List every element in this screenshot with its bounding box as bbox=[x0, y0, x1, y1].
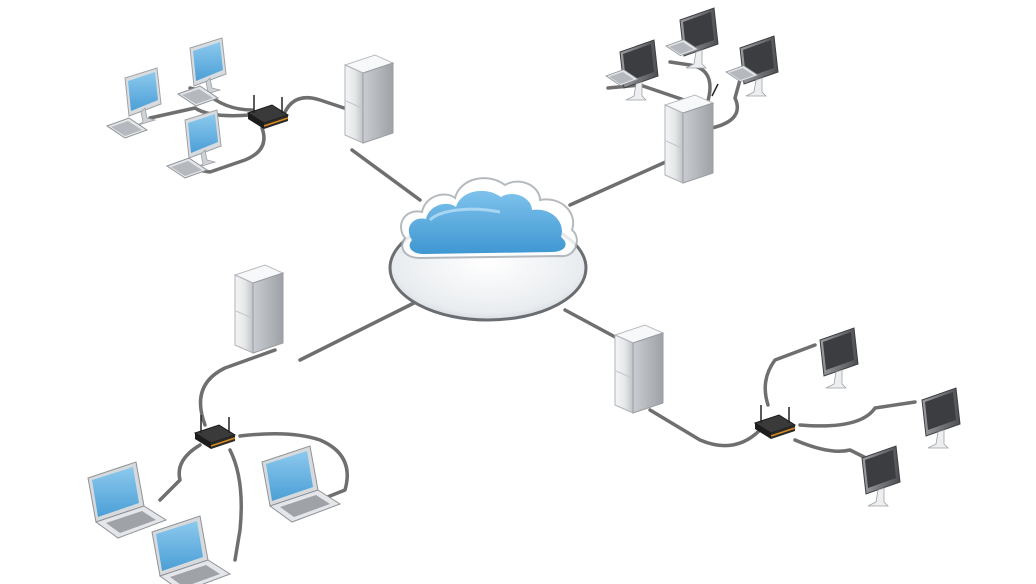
workstation-tl-2 bbox=[106, 67, 162, 139]
workstation-tr-3 bbox=[725, 35, 779, 97]
cable-cloud-topright bbox=[568, 158, 672, 207]
cable-br-router-mon3 bbox=[793, 438, 872, 462]
cable-tl-router-mon3 bbox=[183, 126, 266, 174]
laptop-bl-3 bbox=[261, 445, 341, 523]
cable-tr-tower-mon3 bbox=[710, 78, 742, 130]
cable-cloud-bottomleft bbox=[298, 298, 422, 362]
workstation-br-3 bbox=[861, 445, 901, 507]
cable-br-router-mon1 bbox=[763, 343, 817, 407]
router-bottom-right bbox=[754, 404, 796, 440]
cable-tr-tower-mon2 bbox=[606, 83, 692, 104]
cable-br-tower-router bbox=[648, 408, 762, 448]
workstation-br-1 bbox=[819, 327, 859, 389]
workstation-br-2 bbox=[921, 387, 961, 449]
workstation-tl-1 bbox=[177, 37, 227, 107]
cable-bl-router-laptop1 bbox=[158, 443, 202, 502]
server-tower-bottom-left bbox=[234, 264, 284, 354]
laptop-bl-2 bbox=[151, 515, 231, 584]
workstation-tl-3 bbox=[166, 109, 222, 179]
cable-tl-tower-router bbox=[283, 96, 352, 114]
cloud-icon bbox=[400, 177, 578, 260]
cable-br-router-mon2 bbox=[798, 400, 917, 428]
cables bbox=[148, 60, 917, 562]
router-top-left bbox=[247, 94, 289, 130]
cloud-hub bbox=[388, 177, 588, 322]
server-tower-bottom-right bbox=[614, 324, 664, 414]
cable-bl-router-laptop3 bbox=[238, 432, 349, 502]
workstation-tr-1 bbox=[665, 7, 719, 69]
cable-cloud-topleft bbox=[350, 148, 422, 202]
server-tower-top-right bbox=[664, 94, 714, 184]
antenna-top-right bbox=[711, 83, 719, 97]
workstation-tr-2 bbox=[605, 39, 659, 101]
cable-bl-router-laptop2 bbox=[228, 448, 243, 562]
laptop-bl-1 bbox=[87, 461, 167, 539]
server-tower-top-left bbox=[344, 54, 394, 144]
cable-bl-tower-router bbox=[198, 348, 277, 427]
